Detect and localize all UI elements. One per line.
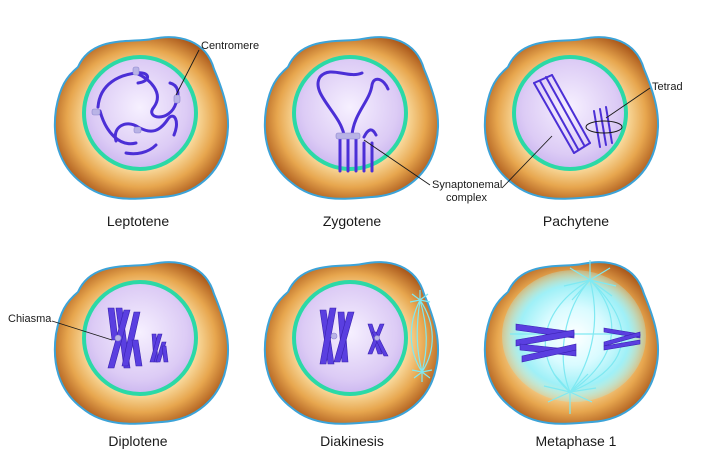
centromere-leader [175, 49, 200, 96]
pairing-chromosomes [316, 70, 390, 173]
tetrad-leader [605, 87, 651, 119]
cell-pachytene [483, 36, 660, 200]
stage-label-leptotene: Leptotene [107, 213, 169, 229]
chiasma-label: Chiasma [8, 313, 52, 325]
nuclear-envelope [512, 55, 628, 171]
synaptonemal-label-line2: complex [446, 192, 487, 204]
cell-diakinesis [263, 261, 440, 425]
tetrad-small [585, 106, 623, 148]
cell-diplotene [53, 261, 230, 425]
chromatin-threads [91, 66, 181, 156]
condensed-bivalent-small [367, 323, 389, 357]
stage-label-pachytene: Pachytene [543, 213, 609, 229]
cell-zygotene [263, 36, 440, 200]
nuclear-envelope [82, 280, 198, 396]
nuclear-envelope [292, 55, 408, 171]
synaptonemal-leader-2 [501, 135, 553, 189]
synaptonemal-leader [363, 139, 431, 186]
spindle-aster [409, 290, 433, 382]
stage-label-zygotene: Zygotene [323, 213, 382, 229]
cell-leptotene [53, 36, 230, 200]
condensed-bivalent-large [319, 307, 355, 365]
stage-label-diakinesis: Diakinesis [320, 433, 384, 449]
tetrad-large [533, 74, 591, 154]
nuclear-envelope [82, 55, 198, 171]
tetrad-label: Tetrad [652, 81, 683, 93]
metaphase-bivalent-right [603, 327, 641, 351]
centromere-label: Centromere [201, 40, 259, 52]
cell-metaphase-1 [483, 260, 660, 425]
bivalent-large [107, 307, 143, 369]
stage-label-diplotene: Diplotene [108, 433, 167, 449]
synaptonemal-label-line1: Synaptonemal [432, 179, 502, 191]
bivalent-small [149, 333, 169, 363]
stage-label-metaphase-1: Metaphase 1 [536, 433, 617, 449]
metaphase-bivalent-left [515, 323, 577, 363]
chiasma-leader [51, 320, 113, 341]
tetrad-ring [585, 120, 623, 134]
nuclear-envelope [292, 280, 408, 396]
